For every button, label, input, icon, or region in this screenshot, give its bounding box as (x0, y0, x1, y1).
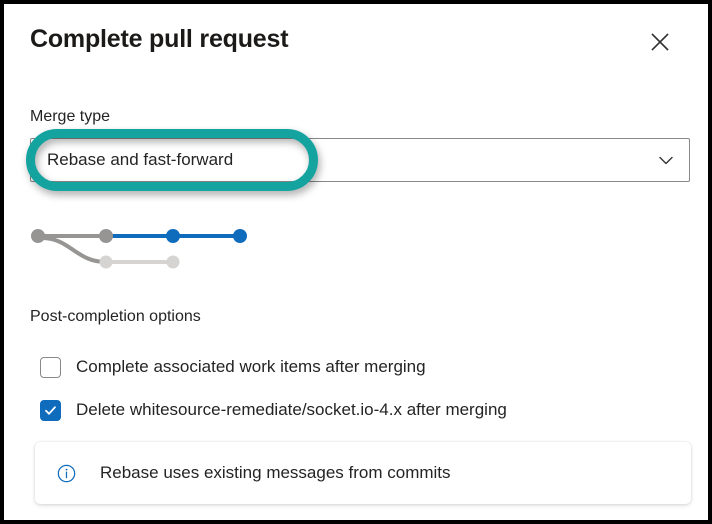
checkmark-icon (43, 403, 58, 418)
merge-type-dropdown[interactable]: Rebase and fast-forward (30, 138, 690, 182)
close-icon (650, 32, 670, 52)
page-title: Complete pull request (30, 25, 289, 53)
git-node (99, 229, 113, 243)
option-label-delete-source-branch: Delete whitesource-remediate/socket.io-4… (76, 400, 507, 419)
chevron-down-icon (655, 149, 677, 171)
info-banner-message: Rebase uses existing messages from commi… (100, 463, 451, 482)
complete-pull-request-dialog: Complete pull request Merge type Rebase … (4, 4, 708, 520)
merge-type-label: Merge type (30, 108, 111, 125)
option-delete-source-branch[interactable]: Delete whitesource-remediate/socket.io-4… (40, 398, 507, 422)
checkbox-delete-source-branch[interactable] (40, 399, 61, 421)
option-complete-work-items[interactable]: Complete associated work items after mer… (40, 355, 426, 379)
merge-type-selected-value: Rebase and fast-forward (47, 150, 234, 169)
git-node (166, 229, 180, 243)
git-node (31, 229, 45, 243)
git-commit-graph (28, 218, 260, 274)
option-label-complete-work-items: Complete associated work items after mer… (76, 357, 426, 376)
info-banner: Rebase uses existing messages from commi… (35, 442, 691, 504)
post-completion-options-label: Post-completion options (30, 308, 201, 325)
dialog-header: Complete pull request (30, 22, 688, 70)
close-button[interactable] (644, 26, 676, 58)
git-node (233, 229, 247, 243)
checkbox-complete-work-items[interactable] (40, 356, 61, 378)
git-node (166, 255, 180, 269)
git-node (99, 255, 113, 269)
info-circle-icon (57, 464, 76, 483)
